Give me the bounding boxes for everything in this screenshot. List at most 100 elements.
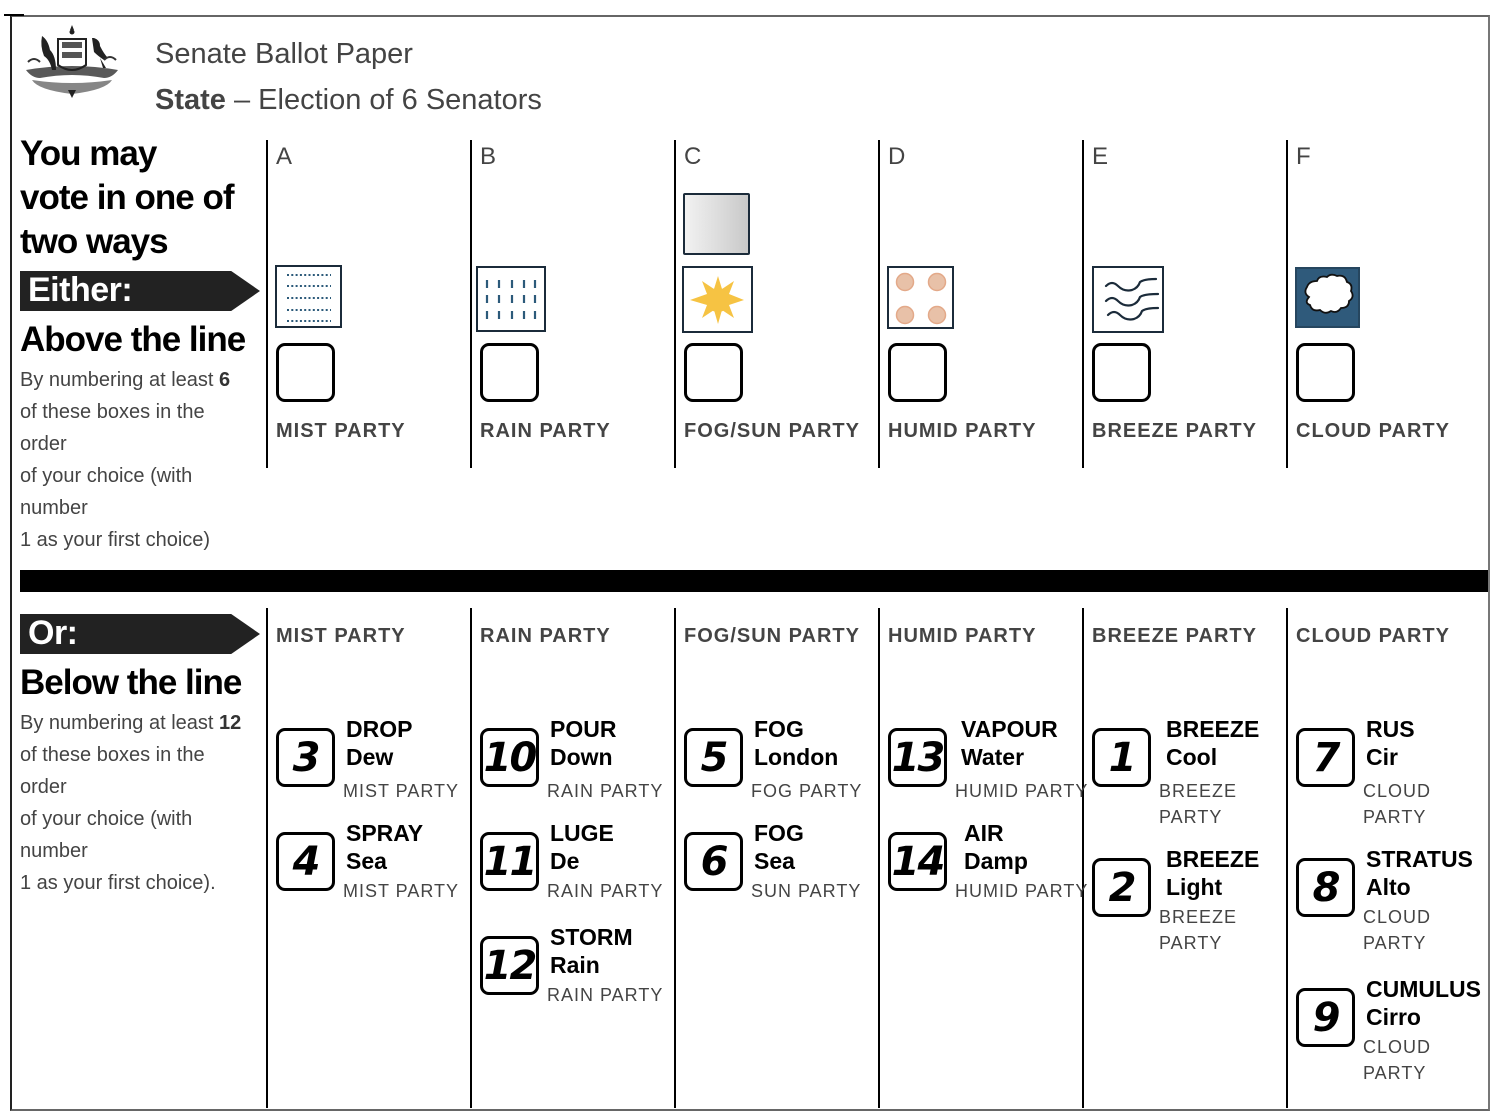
candidate-given-name: Cirro	[1366, 1004, 1421, 1030]
btl-vote-box[interactable]: 1	[1092, 728, 1151, 787]
atl-vote-box-f[interactable]	[1296, 343, 1355, 402]
atl-vote-box-d[interactable]	[888, 343, 947, 402]
btl-vote-box[interactable]: 14	[888, 832, 947, 891]
column-divider	[1082, 140, 1084, 468]
btl-vote-box[interactable]: 10	[480, 728, 539, 787]
btl-party-header-humid: HUMID PARTY	[888, 625, 1037, 647]
state-label: State	[155, 84, 226, 116]
column-divider	[1082, 608, 1084, 1108]
party-label-e: BREEZE PARTY	[1092, 420, 1257, 442]
coat-of-arms-icon	[26, 25, 118, 98]
btl-vote-box[interactable]: 13	[888, 728, 947, 787]
candidate-party: BREEZE PARTY	[1159, 781, 1238, 827]
column-divider	[1286, 140, 1288, 468]
lead-line: two ways	[20, 222, 169, 261]
instr-line: number	[20, 840, 88, 862]
btl-vote-box[interactable]: 3	[276, 728, 335, 787]
candidate-party: CLOUD PARTY	[1363, 907, 1432, 953]
btl-vote-box[interactable]: 6	[684, 832, 743, 891]
party-label-f: CLOUD PARTY	[1296, 420, 1450, 442]
instr-line: 1 as your first choice).	[20, 872, 216, 894]
btl-party-header-mist: MIST PARTY	[276, 625, 406, 647]
column-letter-d: D	[888, 143, 906, 170]
sun-icon	[682, 266, 753, 333]
below-the-line-instructions: By numbering at least 12 of these boxes …	[20, 707, 260, 899]
min-count: 6	[219, 369, 231, 391]
atl-vote-box-a[interactable]	[276, 343, 335, 402]
instr-line: of these boxes in the	[20, 401, 205, 423]
either-tag: Either:	[20, 271, 260, 311]
atl-vote-box-c[interactable]	[684, 343, 743, 402]
candidate-party: MIST PARTY	[343, 881, 460, 901]
candidate-given-name: De	[550, 848, 580, 874]
instr-line: 1 as your first choice)	[20, 529, 211, 551]
btl-vote-box[interactable]: 5	[684, 728, 743, 787]
frame-corner	[4, 14, 24, 16]
candidate-surname: STORM	[550, 924, 633, 950]
vote-ways-heading: You may vote in one of two ways	[20, 132, 234, 264]
column-divider	[470, 140, 472, 468]
column-divider	[878, 608, 880, 1108]
fog-grey-square-icon	[683, 193, 750, 255]
cloud-icon	[1295, 267, 1360, 328]
candidate-party: HUMID PARTY	[955, 781, 1089, 801]
candidate-given-name: London	[754, 744, 839, 770]
column-divider	[674, 608, 676, 1108]
candidate-given-name: Cool	[1166, 744, 1218, 770]
btl-vote-box[interactable]: 2	[1092, 858, 1151, 917]
btl-vote-box[interactable]: 8	[1296, 858, 1355, 917]
ballot-subtitle: State – Election of 6 Senators	[155, 84, 542, 117]
column-divider	[674, 140, 676, 468]
candidate-given-name: Dew	[346, 744, 394, 770]
btl-vote-box[interactable]: 7	[1296, 728, 1355, 787]
candidate-given-name: Down	[550, 744, 613, 770]
candidate-party: MIST PARTY	[343, 781, 460, 801]
btl-vote-box[interactable]: 4	[276, 832, 335, 891]
or-tag: Or:	[20, 614, 260, 654]
candidate-given-name: Cir	[1366, 744, 1398, 770]
party-label-b: RAIN PARTY	[480, 420, 611, 442]
ballot-frame	[10, 15, 1490, 1111]
party-label-c: FOG/SUN PARTY	[684, 420, 860, 442]
column-letter-c: C	[684, 143, 702, 170]
candidate-surname: SPRAY	[346, 820, 424, 846]
btl-party-header-fogsun: FOG/SUN PARTY	[684, 625, 860, 647]
above-the-line-instructions: By numbering at least 6 of these boxes i…	[20, 364, 260, 556]
column-letter-a: A	[276, 143, 293, 170]
candidate-surname: CUMULUS	[1366, 976, 1481, 1002]
candidate-given-name: Damp	[964, 848, 1028, 874]
btl-vote-box[interactable]: 11	[480, 832, 539, 891]
rain-lines-icon	[476, 266, 546, 332]
candidate-party: RAIN PARTY	[547, 781, 664, 801]
breeze-waves-icon	[1092, 266, 1164, 333]
atl-vote-box-e[interactable]	[1092, 343, 1151, 402]
candidate-surname: DROP	[346, 716, 413, 742]
instr-line: order	[20, 433, 67, 455]
candidate-given-name: Sea	[754, 848, 795, 874]
candidate-party: RAIN PARTY	[547, 985, 664, 1005]
candidate-given-name: Light	[1166, 874, 1223, 900]
party-label-a: MIST PARTY	[276, 420, 406, 442]
candidate-surname: RUS	[1366, 716, 1415, 742]
instr-line: number	[20, 497, 88, 519]
column-letter-b: B	[480, 143, 497, 170]
atl-vote-box-b[interactable]	[480, 343, 539, 402]
below-the-line-heading: Below the line	[20, 663, 242, 702]
btl-vote-box[interactable]: 9	[1296, 988, 1355, 1047]
instr-text: By numbering at least	[20, 712, 219, 734]
candidate-surname: FOG	[754, 820, 804, 846]
above-the-line-heading: Above the line	[20, 320, 246, 359]
instr-line: of these boxes in the	[20, 744, 205, 766]
candidate-party: CLOUD PARTY	[1363, 781, 1432, 827]
candidate-party: HUMID PARTY	[955, 881, 1089, 901]
btl-party-header-rain: RAIN PARTY	[480, 625, 611, 647]
btl-vote-box[interactable]: 12	[480, 936, 539, 995]
column-letter-f: F	[1296, 143, 1311, 170]
lead-line: vote in one of	[20, 178, 234, 217]
candidate-surname: STRATUS	[1366, 846, 1473, 872]
candidate-given-name: Rain	[550, 952, 600, 978]
candidate-given-name: Alto	[1366, 874, 1411, 900]
candidate-party: BREEZE PARTY	[1159, 907, 1238, 953]
the-line-divider	[20, 570, 1488, 592]
candidate-surname: POUR	[550, 716, 617, 742]
